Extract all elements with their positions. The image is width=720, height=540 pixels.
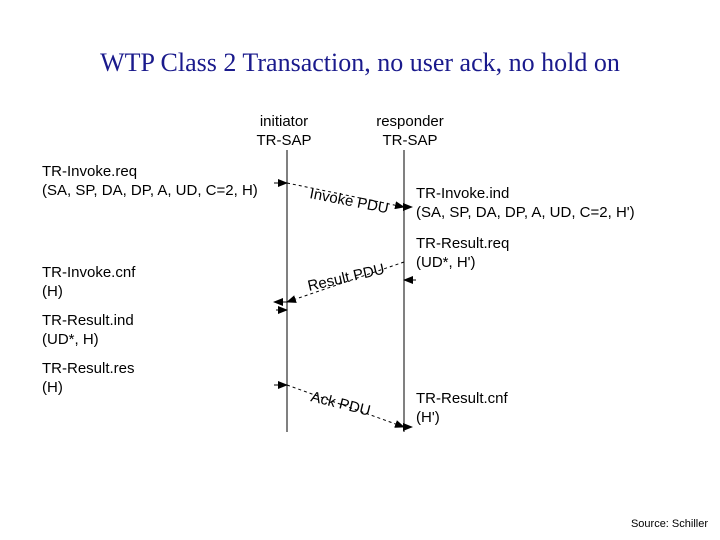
result-ind-params: (UD*, H) <box>42 331 99 348</box>
result-req-label: TR-Result.req (UD*, H') <box>416 234 509 272</box>
initiator-label: initiator TR-SAP <box>244 112 324 150</box>
result-res-label: TR-Result.res (H) <box>42 359 135 397</box>
result-ind-primitive: TR-Result.ind <box>42 312 134 329</box>
responder-line1: responder <box>376 113 444 130</box>
invoke-ind-primitive: TR-Invoke.ind <box>416 185 510 202</box>
invoke-ind-params: (SA, SP, DA, DP, A, UD, C=2, H') <box>416 204 635 221</box>
result-cnf-primitive: TR-Result.cnf <box>416 390 508 407</box>
result-req-params: (UD*, H') <box>416 254 476 271</box>
result-cnf-label: TR-Result.cnf (H') <box>416 389 508 427</box>
initiator-line1: initiator <box>259 113 309 130</box>
invoke-req-params: (SA, SP, DA, DP, A, UD, C=2, H) <box>42 182 258 199</box>
invoke-pdu-label: Invoke PDU <box>308 185 390 217</box>
result-ind-label: TR-Result.ind (UD*, H) <box>42 311 134 349</box>
result-res-params: (H) <box>42 379 63 396</box>
invoke-cnf-params: (H) <box>42 283 63 300</box>
result-req-primitive: TR-Result.req <box>416 235 510 252</box>
invoke-ind-label: TR-Invoke.ind (SA, SP, DA, DP, A, UD, C=… <box>416 184 635 222</box>
responder-label: responder TR-SAP <box>366 112 454 150</box>
page-title: WTP Class 2 Transaction, no user ack, no… <box>100 48 620 77</box>
initiator-line2: TR-SAP <box>256 132 312 149</box>
ack-pdu-label: Ack PDU <box>309 388 372 419</box>
ack-pdu-arrow <box>286 384 405 428</box>
invoke-cnf-label: TR-Invoke.cnf (H) <box>42 263 135 301</box>
invoke-cnf-primitive: TR-Invoke.cnf <box>42 264 136 281</box>
result-pdu-arrow <box>286 261 405 303</box>
invoke-pdu-arrow <box>286 182 405 210</box>
result-pdu-label: Result PDU <box>306 261 386 295</box>
invoke-req-primitive: TR-Invoke.req <box>42 163 138 180</box>
responder-line2: TR-SAP <box>382 132 438 149</box>
result-res-primitive: TR-Result.res <box>42 360 135 377</box>
source-credit: Source: Schiller <box>630 518 708 530</box>
invoke-req-label: TR-Invoke.req (SA, SP, DA, DP, A, UD, C=… <box>42 162 258 200</box>
result-cnf-params: (H') <box>416 409 440 426</box>
